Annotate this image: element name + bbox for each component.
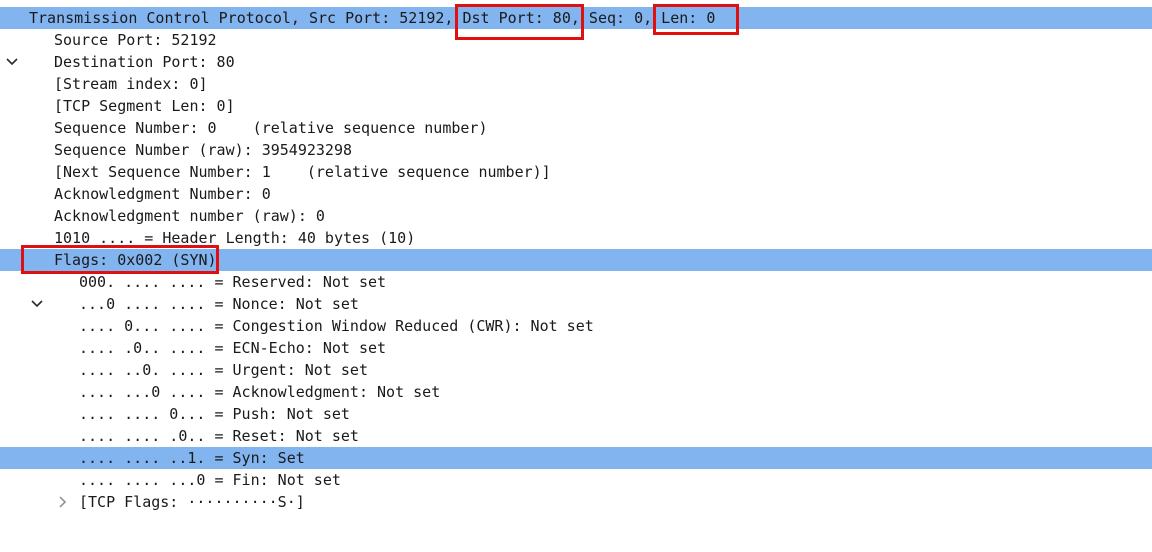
- tcp-header-row[interactable]: Transmission Control Protocol, Src Port:…: [0, 7, 1152, 66]
- field-label: [Stream index: 0]: [54, 75, 208, 93]
- tree-row-flag-syn[interactable]: .... .... ..1. = Syn: Set: [0, 447, 1152, 508]
- flag-bit-label: .... .0.. .... = ECN-Echo: Not set: [79, 339, 387, 357]
- tree-row-flags[interactable]: Flags: 0x002 (SYN): [0, 249, 1152, 308]
- field-label: [Next Sequence Number: 1 (relative seque…: [54, 163, 551, 181]
- flag-bit-label: [TCP Flags: ··········S·]: [79, 493, 305, 511]
- flag-bit-label: .... .... 0... = Push: Not set: [79, 405, 350, 423]
- tcp-header-label: Transmission Control Protocol, Src Port:…: [29, 7, 715, 29]
- tcp-header-seq: Seq: 0,: [579, 9, 662, 27]
- tree-row-flag-cwr[interactable]: .... 0... .... = Congestion Window Reduc…: [0, 315, 1152, 337]
- chevron-down-icon[interactable]: [31, 249, 45, 308]
- tree-row-flag-urgent[interactable]: .... ..0. .... = Urgent: Not set: [0, 359, 1152, 381]
- field-label: 1010 .... = Header Length: 40 bytes (10): [54, 229, 416, 247]
- flag-bit-label: ...0 .... .... = Nonce: Not set: [79, 295, 359, 313]
- tree-row-flag-reset[interactable]: .... .... .0.. = Reset: Not set: [0, 425, 1152, 447]
- tree-row-ack-number-raw[interactable]: Acknowledgment number (raw): 0: [0, 205, 1152, 227]
- tcp-header-prefix: Transmission Control Protocol, Src Port:…: [29, 9, 463, 27]
- field-label: [TCP Segment Len: 0]: [54, 97, 235, 115]
- flag-bit-label: .... .... .0.. = Reset: Not set: [79, 427, 359, 445]
- tcp-header-len: Len: 0: [661, 9, 716, 27]
- tree-row-stream-index[interactable]: [Stream index: 0]: [0, 73, 1152, 95]
- chevron-right-icon[interactable]: [58, 447, 72, 508]
- tree-row-flag-ecn-echo[interactable]: .... .0.. .... = ECN-Echo: Not set: [0, 337, 1152, 359]
- tree-row-sequence-number[interactable]: Sequence Number: 0 (relative sequence nu…: [0, 117, 1152, 139]
- field-label: Destination Port: 80: [54, 53, 235, 71]
- flag-bit-label: .... ..0. .... = Urgent: Not set: [79, 361, 368, 379]
- tree-row-flag-ack[interactable]: .... ...0 .... = Acknowledgment: Not set: [0, 381, 1152, 403]
- field-label: Acknowledgment Number: 0: [54, 185, 271, 203]
- tree-row-ack-number[interactable]: Acknowledgment Number: 0: [0, 183, 1152, 205]
- flag-bit-label: .... ...0 .... = Acknowledgment: Not set: [79, 383, 441, 401]
- tree-row-flag-fin[interactable]: .... .... ...0 = Fin: Not set: [0, 469, 1152, 491]
- tcp-header-dst-port: Dst Port: 80,: [462, 9, 580, 27]
- packet-details-tree: Transmission Control Protocol, Src Port:…: [0, 7, 1152, 513]
- tree-row-segment-len[interactable]: [TCP Segment Len: 0]: [0, 95, 1152, 117]
- tree-row-sequence-number-raw[interactable]: Sequence Number (raw): 3954923298: [0, 139, 1152, 161]
- tree-row-header-length[interactable]: 1010 .... = Header Length: 40 bytes (10): [0, 227, 1152, 249]
- tree-row-flag-reserved[interactable]: 000. .... .... = Reserved: Not set: [0, 271, 1152, 293]
- tree-row-partial: [40, 513, 70, 519]
- tree-row-flag-nonce[interactable]: ...0 .... .... = Nonce: Not set: [0, 293, 1152, 315]
- field-label: Sequence Number (raw): 3954923298: [54, 141, 353, 159]
- tree-row-tcp-flags-summary[interactable]: [TCP Flags: ··········S·]: [0, 491, 1152, 513]
- flag-bit-label: .... 0... .... = Congestion Window Reduc…: [79, 317, 594, 335]
- field-label: Source Port: 52192: [54, 31, 217, 49]
- tree-row-flag-push[interactable]: .... .... 0... = Push: Not set: [0, 403, 1152, 425]
- tree-row-source-port[interactable]: Source Port: 52192: [0, 29, 1152, 51]
- flags-label: Flags: 0x002 (SYN): [54, 251, 217, 269]
- tree-row-next-sequence-number[interactable]: [Next Sequence Number: 1 (relative seque…: [0, 161, 1152, 183]
- flag-bit-label: .... .... ...0 = Fin: Not set: [79, 471, 341, 489]
- field-label: Acknowledgment number (raw): 0: [54, 207, 325, 225]
- chevron-down-icon[interactable]: [6, 7, 20, 66]
- flag-bit-label: 000. .... .... = Reserved: Not set: [79, 273, 387, 291]
- flag-bit-label: .... .... ..1. = Syn: Set: [79, 449, 305, 467]
- tree-row-destination-port[interactable]: Destination Port: 80: [0, 51, 1152, 73]
- field-label: Sequence Number: 0 (relative sequence nu…: [54, 119, 488, 137]
